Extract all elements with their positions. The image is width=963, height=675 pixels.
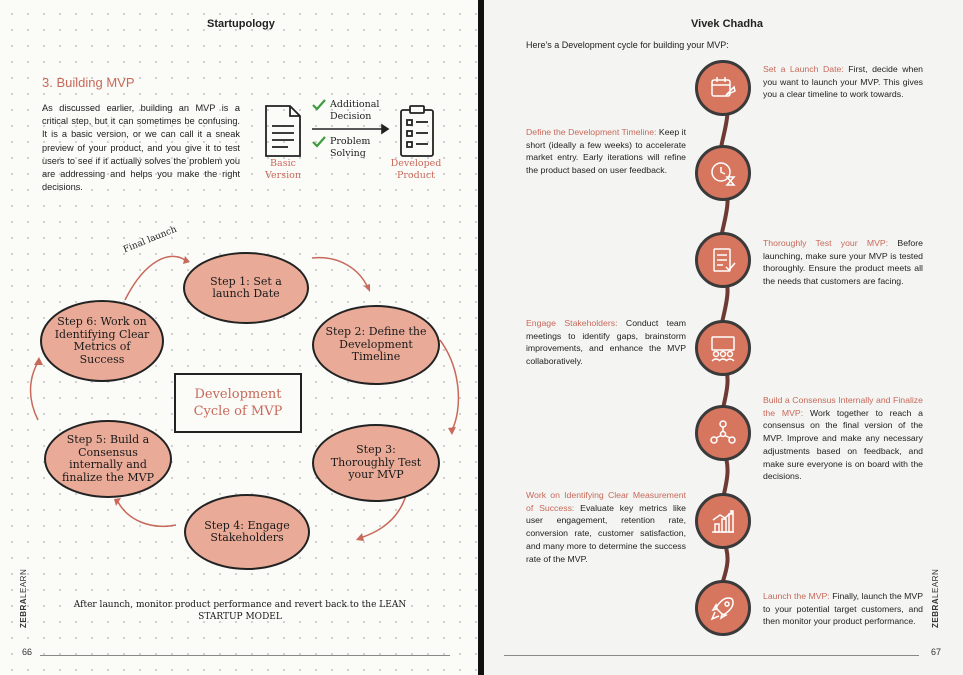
rocket-launch-icon xyxy=(695,580,751,636)
footer-rule xyxy=(504,655,919,656)
step-title-7: Launch the MVP: xyxy=(763,591,830,601)
step-text-3: Before launching, make sure your MVP is … xyxy=(763,238,923,287)
step-description-6: Work on Identifying Clear Measurement of… xyxy=(526,489,686,565)
step-description-5: Build a Consensus Internally and Finaliz… xyxy=(763,394,923,483)
step-title-5: Build a Consensus Internally and Finaliz… xyxy=(763,395,923,418)
step-title-1: Set a Launch Date: xyxy=(763,64,844,74)
cycle-step-1: Step 1: Set a launch Date xyxy=(183,252,309,324)
intro-paragraph: As discussed earlier, building an MVP is… xyxy=(42,103,240,193)
right-header: Vivek Chadha xyxy=(691,18,763,30)
cycle-step-5: Step 5: Build a Consensus internally and… xyxy=(44,420,172,498)
footer-rule xyxy=(40,655,450,656)
test-document-icon xyxy=(695,232,751,288)
page-number-left: 66 xyxy=(22,647,33,657)
step-text-6: Evaluate key metrics like user engagemen… xyxy=(526,502,687,564)
brand-bold: ZEBRA xyxy=(19,597,28,628)
check-icon xyxy=(312,99,326,111)
developed-product-label: Developed Product xyxy=(390,158,442,181)
step-text-5: Work together to reach a consensus on th… xyxy=(763,407,923,482)
growth-chart-icon xyxy=(695,493,751,549)
step-title-2: Define the Development Timeline: xyxy=(526,127,657,137)
check-label-2: Problem Solving xyxy=(330,136,371,159)
arrow-right-icon xyxy=(312,123,390,135)
brand-mark: ZEBRALEARN xyxy=(19,569,28,628)
step-description-1: Set a Launch Date: First, decide when yo… xyxy=(763,63,923,101)
step-title-3: Thoroughly Test your MVP: xyxy=(763,238,889,248)
step-description-2: Define the Development Timeline: Keep it… xyxy=(526,126,686,177)
page-number-right: 67 xyxy=(931,647,942,657)
cycle-center-title: Development Cycle of MVP xyxy=(174,373,302,433)
footer-note: After launch, monitor product performanc… xyxy=(73,600,407,622)
step-description-7: Launch the MVP: Finally, launch the MVP … xyxy=(763,590,923,628)
step-text-7: Finally, launch the MVP to your potentia… xyxy=(763,591,923,627)
cycle-step-6: Step 6: Work on Identifying Clear Metric… xyxy=(40,300,164,382)
clock-hourglass-icon xyxy=(695,145,751,201)
brand-rest: LEARN xyxy=(931,568,940,598)
rocket-calendar-icon xyxy=(695,60,751,116)
cycle-step-2: Step 2: Define the Development Timeline xyxy=(312,305,440,385)
step-text-4: Conduct team meetings to identify gaps, … xyxy=(526,318,686,367)
right-intro: Here's a Development cycle for building … xyxy=(526,40,729,50)
right-page: Vivek Chadha Here's a Development cycle … xyxy=(484,0,963,675)
cycle-step-4: Step 4: Engage Stakeholders xyxy=(184,494,310,570)
book-gutter xyxy=(478,0,484,675)
brand-bold: ZEBRA xyxy=(931,597,940,628)
left-header: Startupology xyxy=(207,18,275,30)
document-icon xyxy=(265,105,301,157)
mvp-diagram-graphics xyxy=(265,105,434,157)
cycle-arrows xyxy=(29,255,460,541)
basic-version-label: Basic Version xyxy=(265,158,301,181)
step-text-1: First, decide when you want to launch yo… xyxy=(763,64,923,100)
section-title: 3. Building MVP xyxy=(42,75,135,90)
brand-rest: LEARN xyxy=(19,568,28,598)
checklist-icon xyxy=(400,105,434,157)
cycle-step-3: Step 3: Thoroughly Test your MVP xyxy=(312,424,440,502)
step-text-2: Keep it short (ideally a few weeks) to a… xyxy=(526,127,686,176)
step-title-6: Work on Identifying Clear Measurement of… xyxy=(526,490,686,513)
step-description-4: Engage Stakeholders: Conduct team meetin… xyxy=(526,317,686,368)
team-meeting-icon xyxy=(695,320,751,376)
step-description-3: Thoroughly Test your MVP: Before launchi… xyxy=(763,237,923,288)
check-icon xyxy=(312,136,326,148)
step-title-4: Engage Stakeholders: xyxy=(526,318,618,328)
brand-mark: ZEBRALEARN xyxy=(931,569,940,628)
left-page: Startupology 3. Building MVP As discusse… xyxy=(0,0,478,675)
consensus-network-icon xyxy=(695,405,751,461)
check-label-1: Additional Decision xyxy=(330,99,380,122)
